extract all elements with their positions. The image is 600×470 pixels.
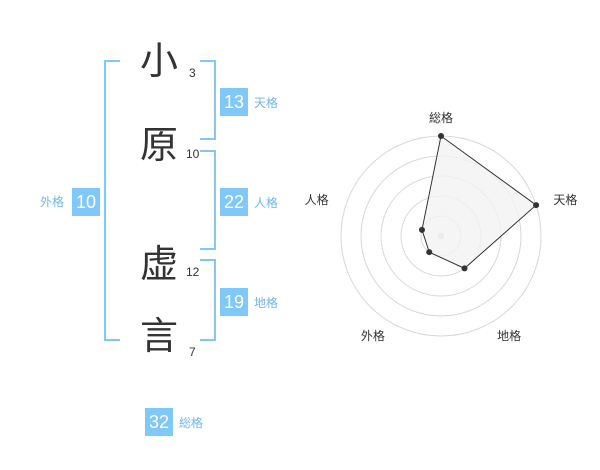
soukaku-label: 総格 (179, 416, 204, 430)
jinkaku-bracket (200, 150, 216, 250)
gaikaku-bracket (104, 60, 120, 341)
radar-axis-label-3: 地格 (497, 328, 522, 343)
name-char-4: 言 (140, 314, 179, 358)
stroke-count-2: 10 (186, 147, 200, 161)
name-char-3: 虚 (140, 242, 179, 286)
chikaku-label: 地格 (254, 296, 279, 310)
jinkaku-label: 人格 (254, 196, 279, 210)
tenkaku-bracket (200, 60, 216, 140)
chikaku-bracket (200, 259, 216, 341)
radar-svg (340, 133, 542, 337)
radar-point-1 (438, 133, 444, 139)
radar-point-3 (461, 265, 468, 272)
soukaku-score: 32 (145, 408, 173, 436)
jinkaku-score: 22 (220, 188, 248, 216)
radar-axis-label-4: 外格 (360, 328, 385, 343)
gaikaku-score: 10 (72, 188, 100, 216)
chikaku-score: 19 (220, 288, 248, 316)
tenkaku-score: 13 (220, 88, 248, 116)
tenkaku-label: 天格 (254, 96, 279, 110)
radar-axis-label-2: 天格 (553, 193, 578, 208)
radar-axis-label-5: 人格 (304, 193, 329, 208)
gaikaku-label: 外格 (40, 195, 65, 209)
stroke-count-3: 12 (186, 265, 200, 279)
fortune-radar-chart: 総格天格地格 外格 人格 (300, 110, 600, 380)
radar-series-area (421, 135, 537, 269)
radar-point-5 (418, 226, 425, 233)
stroke-count-4: 7 (189, 345, 196, 359)
radar-point-2 (533, 202, 540, 209)
stroke-count-1: 3 (189, 66, 196, 80)
radar-axis-label-1: 総格 (429, 111, 454, 125)
radar-point-4 (426, 249, 433, 256)
name-char-2: 原 (140, 123, 179, 167)
name-char-1: 小 (140, 39, 179, 83)
